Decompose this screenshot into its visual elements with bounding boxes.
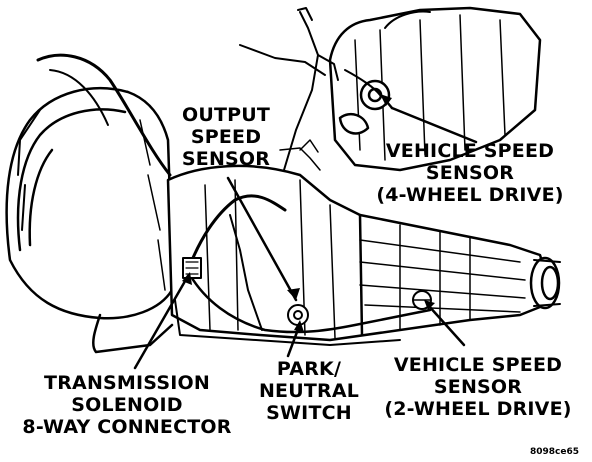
label-line: (2-WHEEL DRIVE) (384, 398, 572, 420)
wiring-harness (36, 53, 432, 334)
label-park-neutral-switch: PARK/ NEUTRAL SWITCH (254, 358, 364, 424)
label-vss-4wd: VEHICLE SPEED SENSOR (4-WHEEL DRIVE) (372, 140, 568, 206)
transmission-case (166, 164, 561, 346)
leader-solenoid-connector (133, 274, 190, 370)
label-line: SENSOR (433, 376, 523, 398)
label-line: NEUTRAL (258, 380, 360, 402)
shift-linkage (239, 7, 339, 171)
label-line: SPEED (190, 126, 262, 148)
label-line: PARK/ (276, 358, 342, 380)
leader-lines (133, 94, 478, 370)
park-neutral-switch (287, 304, 309, 326)
label-vss-2wd: VEHICLE SPEED SENSOR (2-WHEEL DRIVE) (380, 354, 576, 420)
label-line: SENSOR (181, 148, 271, 170)
label-line: TRANSMISSION (44, 372, 210, 394)
label-solenoid-connector: TRANSMISSION SOLENOID 8-WAY CONNECTOR (12, 372, 242, 438)
label-line: SWITCH (266, 402, 352, 424)
leader-vss-2wd (426, 303, 466, 347)
label-line: OUTPUT (181, 104, 271, 126)
label-line: SENSOR (425, 162, 515, 184)
label-output-speed-sensor: OUTPUT SPEED SENSOR (170, 104, 282, 170)
label-line: SOLENOID (71, 394, 183, 416)
label-line: VEHICLE SPEED (393, 354, 563, 376)
figure-id: 8098ce65 (530, 447, 580, 457)
solenoid-connector (182, 257, 202, 279)
arrowheads (182, 94, 435, 332)
label-line: 8-WAY CONNECTOR (22, 416, 232, 438)
label-line: (4-WHEEL DRIVE) (376, 184, 564, 206)
bell-housing (5, 86, 174, 354)
label-line: VEHICLE SPEED (385, 140, 555, 162)
transfer-case (328, 6, 542, 172)
leader-output-speed-sensor (226, 176, 298, 302)
